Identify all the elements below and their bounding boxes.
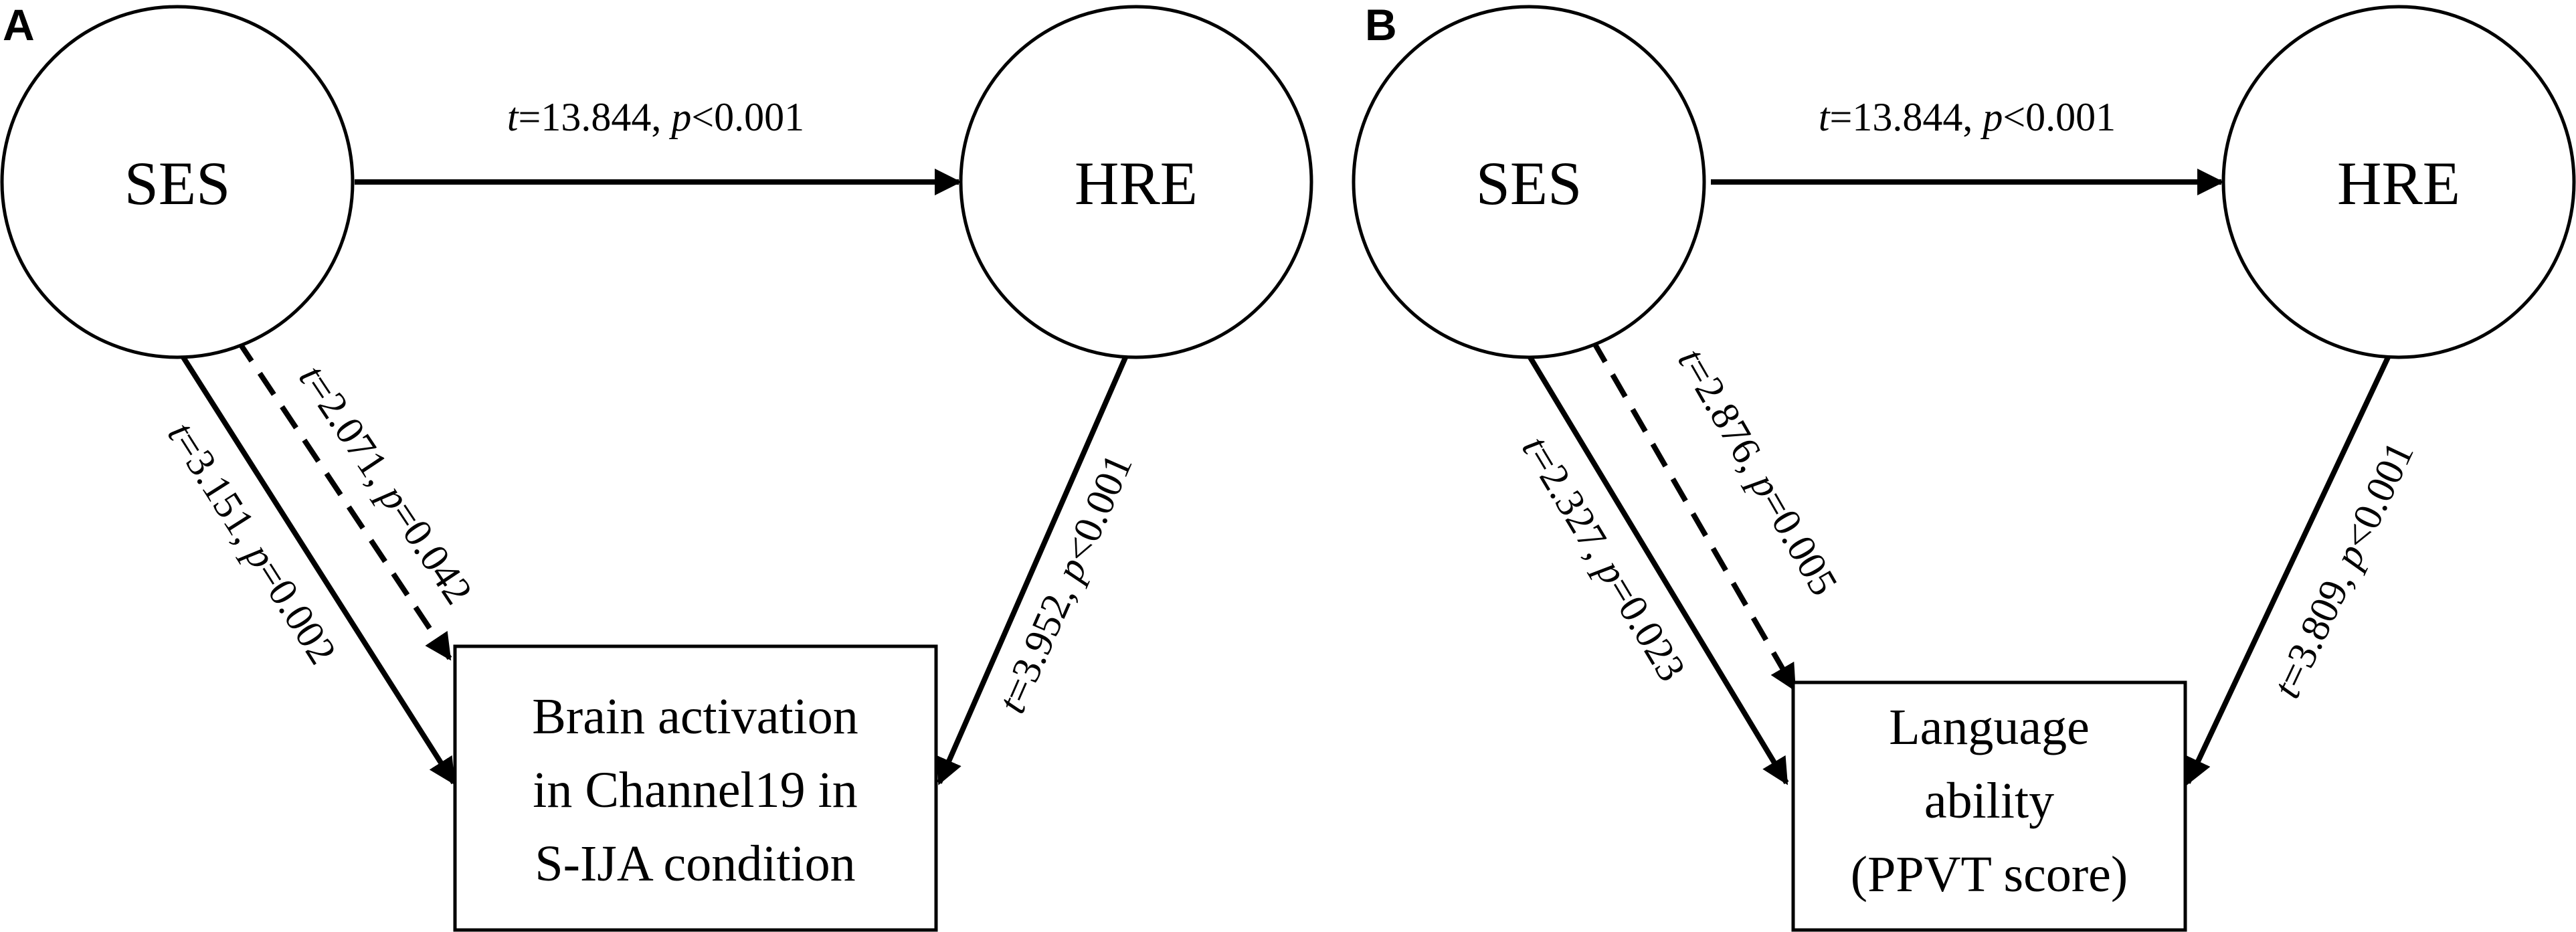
outcome-line-2: in Channel19 in [533, 762, 858, 818]
path-hre-to-outcome [937, 355, 1129, 785]
t-value: =13.844, [518, 95, 671, 139]
node-ses [0, 5, 355, 359]
outcome-line-1: Language [1889, 699, 2090, 755]
node-hre-label: HRE [1075, 149, 1198, 217]
node-hre-label: HRE [2337, 149, 2460, 217]
p-symbol: p [1980, 95, 2003, 139]
panel-letter: B [1365, 0, 1397, 50]
stat-ses-to-outcome: t=2.327, p=0.023 [1513, 428, 1694, 688]
p-value: <0.001 [691, 95, 804, 139]
stat-ses-to-outcome: t=3.151, p=0.002 [159, 414, 345, 672]
p-value: =0.023 [1598, 569, 1695, 689]
outcome-line-2: ability [1924, 773, 2054, 829]
panel-letter: A [3, 0, 35, 50]
t-value: =2.327, [1520, 438, 1626, 574]
path-indirect-effect [1590, 338, 1797, 692]
outcome-box [1791, 680, 2187, 932]
node-hre [2221, 5, 2576, 359]
path-ses-to-outcome [1526, 353, 1789, 785]
stat-indirect-effect: t=2.876, p=0.005 [1669, 341, 1846, 603]
t-symbol: t [1819, 95, 1831, 139]
node-hre [959, 5, 1313, 359]
p-value: <0.001 [1055, 448, 1141, 569]
t-value: =13.844, [1829, 95, 1983, 139]
outcome-box [453, 644, 938, 932]
p-value: <0.001 [2003, 95, 2116, 139]
p-value: =0.002 [248, 553, 345, 672]
panel-a: A SES HRE Brain activation in Channel19 … [0, 0, 1313, 932]
p-value: =0.042 [381, 493, 481, 612]
outcome-line-3: (PPVT score) [1851, 846, 2128, 903]
outcome-line-3: S-IJA condition [535, 836, 855, 892]
outcome-line-1: Brain activation [532, 688, 858, 745]
t-value: =3.952, [994, 569, 1087, 709]
path-indirect-effect [235, 338, 452, 661]
t-symbol: t [507, 95, 519, 139]
node-ses-label: SES [1476, 149, 1582, 217]
t-value: =3.151, [165, 424, 274, 559]
node-ses-label: SES [124, 149, 231, 217]
p-value: <0.001 [2334, 435, 2422, 556]
node-ses [1352, 5, 1706, 359]
t-value: =2.876, [1675, 351, 1780, 488]
path-ses-to-outcome [179, 353, 456, 785]
path-hre-to-outcome [2185, 355, 2391, 785]
t-value: =2.071, [296, 366, 407, 501]
stat-ses-to-hre: t=13.844, p<0.001 [1819, 95, 2116, 139]
p-symbol: p [668, 95, 691, 139]
stat-hre-to-outcome: t=3.952, p<0.001 [989, 448, 1140, 719]
stat-ses-to-hre: t=13.844, p<0.001 [507, 95, 804, 139]
panel-b: B SES HRE Language ability (PPVT score) … [1352, 0, 2576, 932]
p-value: =0.005 [1752, 483, 1847, 603]
